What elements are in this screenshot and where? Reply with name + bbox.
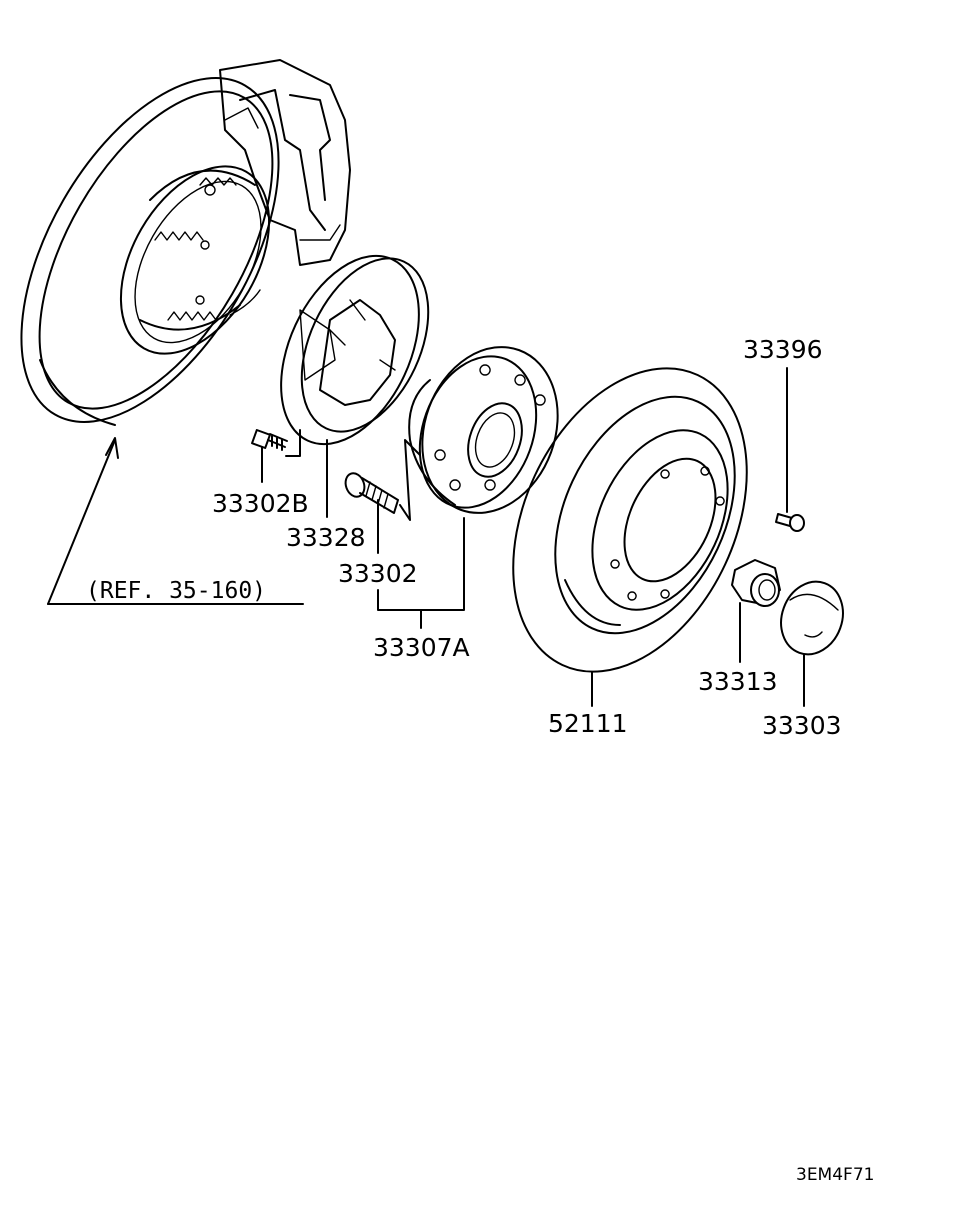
bolt-33302B [251,429,288,451]
leader-lines [47,367,805,707]
drum-33328 [280,254,430,446]
label-33313: 33313 [698,667,778,696]
brake-disc-52111 [512,367,748,673]
reference-label: (REF. 35-160) [86,578,266,604]
label-33302B: 33302B [212,489,309,518]
label-52111: 52111 [548,709,628,738]
hub-bolt-33302 [344,472,399,514]
cap-33303 [780,580,844,656]
label-33303: 33303 [762,711,842,740]
label-33328: 33328 [286,523,366,552]
label-33396: 33396 [743,335,823,364]
nut-33313 [731,559,781,607]
backing-plate-assembly [20,59,351,426]
label-33307A: 33307A [373,633,470,662]
label-33302: 33302 [338,559,418,588]
figure-code: 3EM4F71 [796,1165,874,1185]
hub-33307A [408,346,559,514]
screw-33396 [775,513,805,532]
